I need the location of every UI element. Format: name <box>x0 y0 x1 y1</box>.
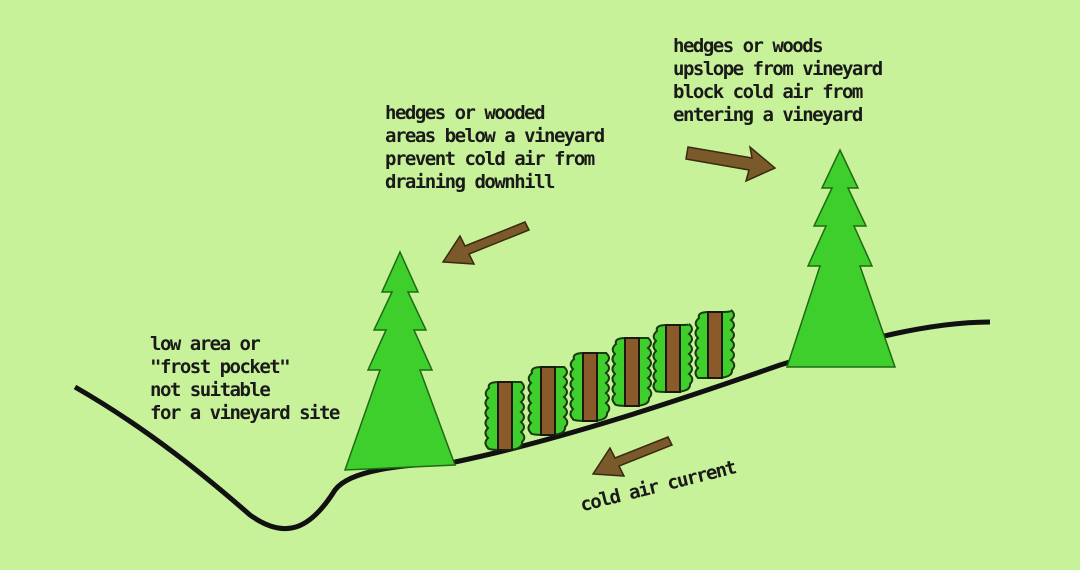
label-line: prevent cold air from <box>385 148 595 170</box>
vine-trunk <box>582 352 598 422</box>
label-line: entering a vineyard <box>673 104 863 126</box>
vine-row <box>484 309 736 452</box>
label-line: low area or <box>150 333 261 355</box>
tree-right <box>785 148 897 368</box>
vine-trunk <box>540 366 556 436</box>
label-line: upslope from vineyard <box>673 58 883 80</box>
label-line: hedges or woods <box>673 35 824 57</box>
vine-trunk <box>665 324 681 393</box>
label-line: areas below a vineyard <box>385 125 605 147</box>
label-line: "frost pocket" <box>150 356 291 378</box>
label-line: hedges or wooded <box>385 102 546 124</box>
arrow-cold-air <box>591 436 674 477</box>
vine-trunk <box>624 337 640 407</box>
label-line: for a vineyard site <box>150 402 340 424</box>
arrow-below <box>441 221 531 265</box>
label-hedges-below: hedges or wooded areas below a vineyard … <box>385 102 605 194</box>
label-hedges-upslope: hedges or woods upslope from vineyard bl… <box>673 35 883 127</box>
label-line: not suitable <box>150 379 271 401</box>
label-line: draining downhill <box>385 171 555 193</box>
tree-left <box>343 250 457 471</box>
label-line: block cold air from <box>673 81 863 103</box>
vine-trunk <box>707 311 723 379</box>
label-frost-pocket: low area or "frost pocket" not suitable … <box>150 333 340 425</box>
vine-trunk <box>497 381 513 451</box>
arrow-upslope <box>685 145 777 183</box>
